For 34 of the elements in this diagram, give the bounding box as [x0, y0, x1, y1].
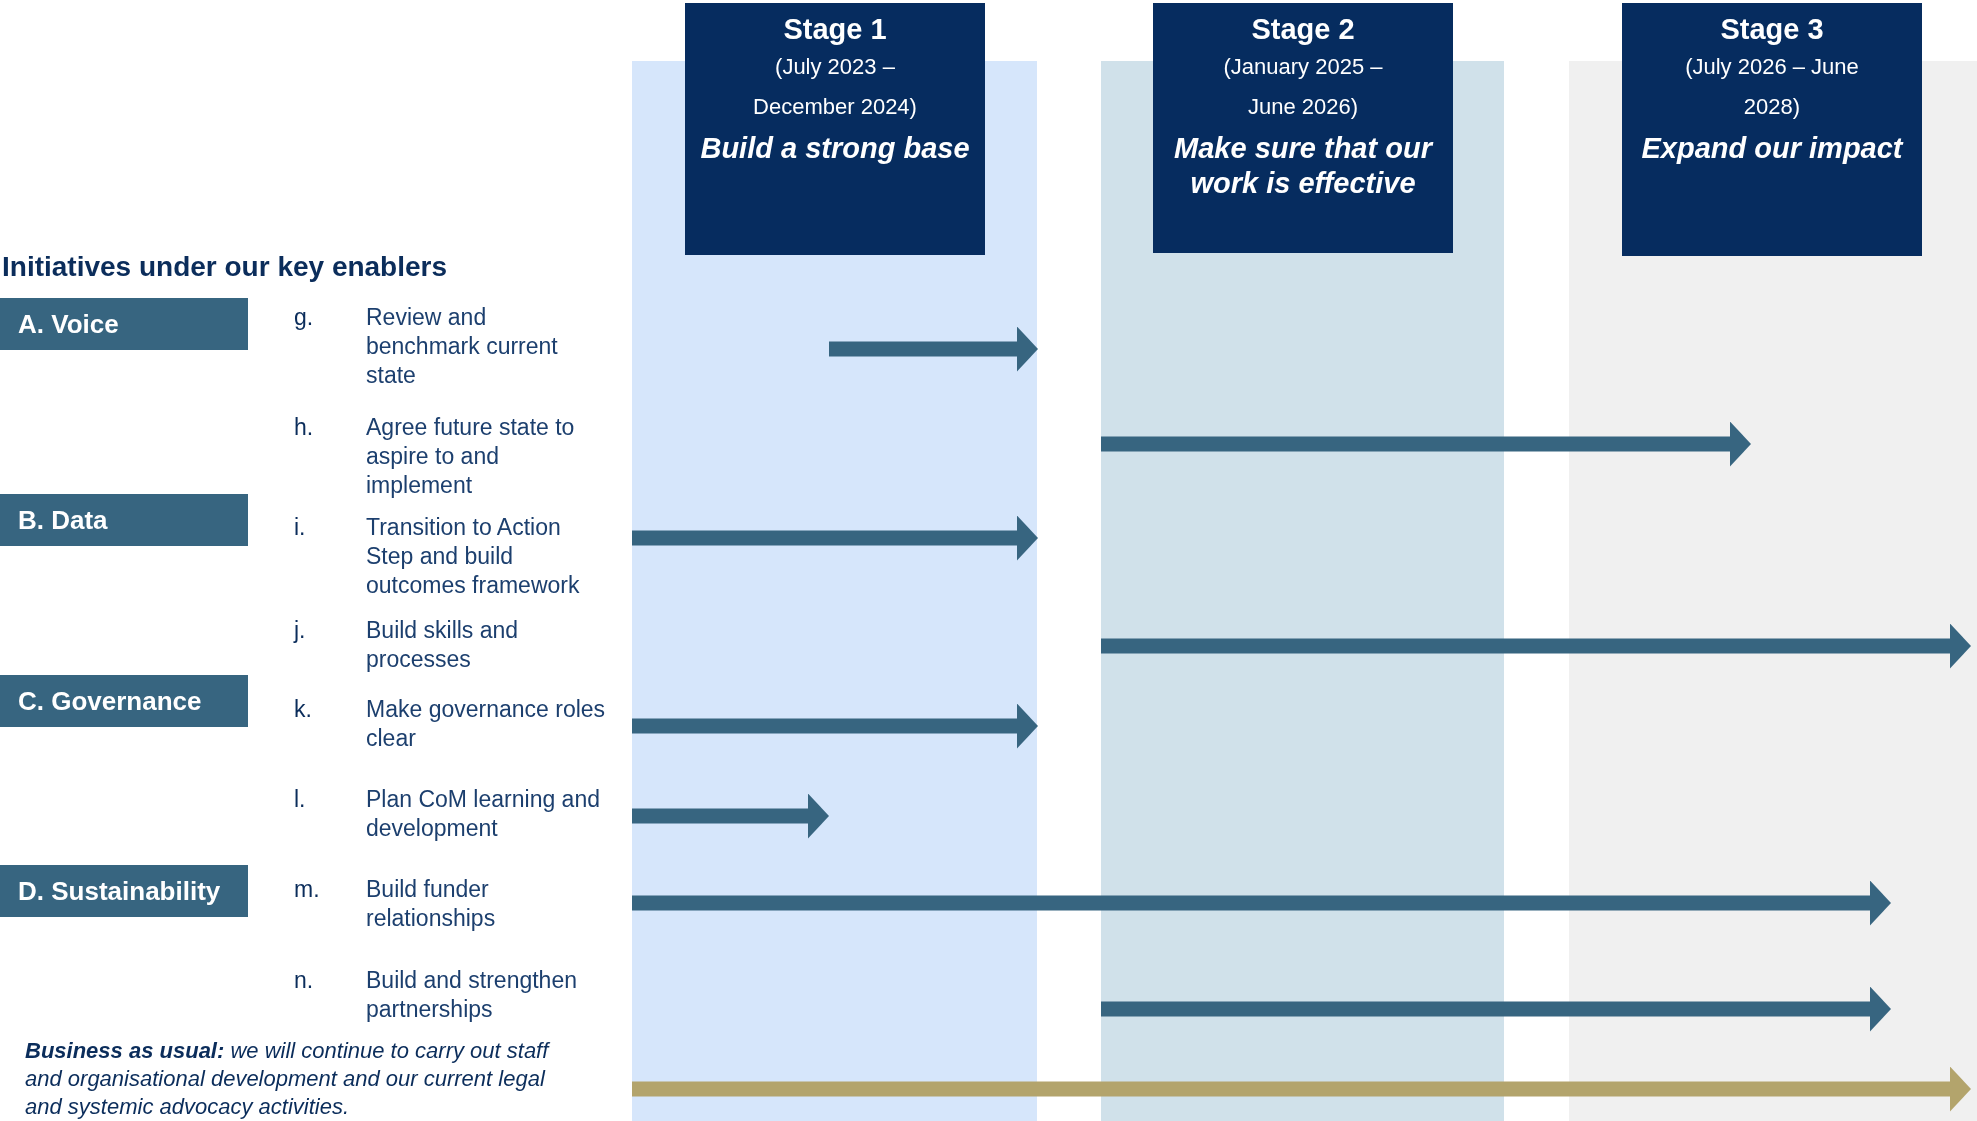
initiative-text: Make governance roles clear [366, 695, 606, 753]
stage-dates: (July 2023 – December 2024) [752, 53, 918, 121]
initiative-text: Build and strengthen partnerships [366, 966, 578, 1024]
item-letter: i. [294, 513, 307, 542]
stage-dates: (July 2026 – June 2028) [1684, 53, 1860, 121]
initiative-text: Transition to Action Step and build outcomes framework [366, 513, 581, 600]
item-letter: h. [294, 413, 315, 442]
stage-header-box [1153, 3, 1453, 253]
item-letter: l. [294, 785, 307, 814]
stage-header-box [1622, 3, 1922, 256]
item-letter: k. [294, 695, 313, 724]
stage-title: Stage 1 [782, 12, 888, 47]
initiative-text: Build skills and processes [366, 616, 520, 674]
business-as-usual-note: Business as usual: we will continue to carry out staff and organisational development and our current legal and systemic advocacy activities. [25, 1037, 551, 1121]
enabler-label-bar: A. Voice [0, 298, 248, 350]
item-letter: g. [294, 303, 315, 332]
stage-goal: Build a strong base [699, 131, 971, 166]
stage-header-box [685, 3, 985, 255]
section-heading: Initiatives under our key enablers [2, 250, 449, 284]
stage-title: Stage 3 [1719, 12, 1825, 47]
enabler-label-bar: C. Governance [0, 675, 248, 727]
enabler-label-bar: B. Data [0, 494, 248, 546]
initiative-text: Agree future state to aspire to and implement [366, 413, 576, 500]
initiative-text: Build funder relationships [366, 875, 497, 933]
item-letter: m. [294, 875, 321, 904]
stage-dates: (January 2025 – June 2026) [1222, 53, 1384, 121]
initiative-text: Review and benchmark current state [366, 303, 559, 390]
item-letter: n. [294, 966, 315, 995]
stage-goal: Expand our impact [1640, 131, 1905, 166]
enabler-label-bar: D. Sustainability [0, 865, 248, 917]
stage-title: Stage 2 [1250, 12, 1356, 47]
initiative-text: Plan CoM learning and development [366, 785, 601, 843]
stage-goal: Make sure that our work is effective [1173, 131, 1435, 201]
item-letter: j. [294, 616, 307, 645]
